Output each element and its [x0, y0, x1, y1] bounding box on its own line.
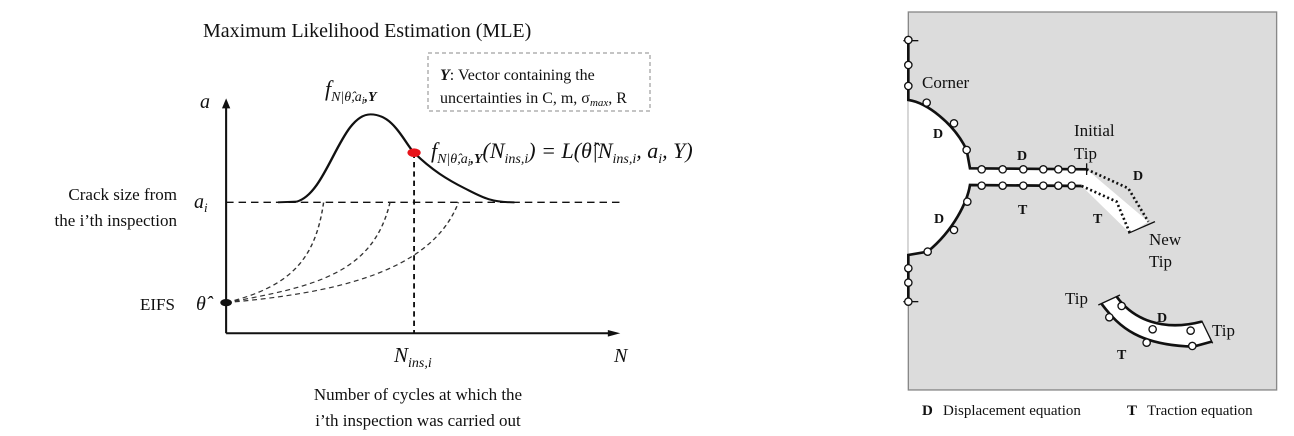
- legend-d-text: Displacement equation: [943, 403, 1081, 419]
- legend: D Displacement equation T Traction equat…: [922, 403, 1253, 419]
- ai-label: ai: [194, 191, 208, 215]
- eifs-label: EIFS: [140, 295, 175, 314]
- d-label: D: [933, 127, 943, 142]
- legend-t-text: Traction equation: [1147, 403, 1253, 419]
- t-label: T: [1093, 212, 1103, 227]
- cycles-line-2: i’th inspection was carried out: [315, 411, 521, 430]
- new-tip-label-2: Tip: [1149, 252, 1172, 271]
- mle-diagram: Maximum Likelihood Estimation (MLE) Y: V…: [55, 20, 693, 430]
- cycles-line-1: Number of cycles at which the: [314, 385, 522, 404]
- t-label: T: [1018, 203, 1028, 218]
- growth-curve-3: [226, 202, 460, 304]
- x-axis-arrow: [607, 329, 621, 337]
- likelihood-equation: fN|θ̂,ai,Y(Nins,i) = L(θ̂|Nins,i, ai, Y): [431, 138, 693, 169]
- tip-label-right: Tip: [1212, 321, 1235, 340]
- y-axis-arrow: [221, 98, 231, 109]
- crack-diagram: Corner Initial Tip New Tip Tip Tip D D D…: [903, 11, 1278, 419]
- crack-size-line-2: the i’th inspection: [55, 211, 178, 230]
- growth-curve-2: [225, 202, 391, 304]
- y-axis-label: a: [200, 91, 210, 113]
- growth-curve-1: [225, 202, 325, 304]
- plot-shapes: [220, 98, 621, 337]
- crack-size-line-1: Crack size from: [68, 185, 177, 204]
- initial-tip-label-2: Tip: [1074, 144, 1097, 163]
- corner-label: Corner: [922, 73, 970, 92]
- theta-label: θ̂: [196, 293, 214, 315]
- x-axis-label: N: [613, 345, 629, 367]
- t-label: T: [1117, 348, 1127, 363]
- initial-tip-label-1: Initial: [1074, 121, 1115, 140]
- pdf-label: fN|θ̂,ai,Y: [325, 76, 378, 107]
- likelihood-point: [407, 148, 421, 157]
- tip-marks: [903, 39, 1214, 344]
- note-line-1: Y: Vector containing the: [440, 67, 595, 84]
- equation-type-labels: D D D T T D D T: [933, 127, 1167, 363]
- legend-t-symbol: T: [1127, 403, 1137, 419]
- d-label: D: [1133, 169, 1143, 184]
- inner-crack-opening: [1101, 296, 1212, 347]
- nins-label: Nins,i: [393, 343, 432, 371]
- mle-title: Maximum Likelihood Estimation (MLE): [203, 20, 531, 42]
- tip-label-left: Tip: [1065, 289, 1088, 308]
- crack-opening: [908, 99, 1149, 255]
- d-label: D: [934, 212, 944, 227]
- pdf-curve: [277, 113, 515, 204]
- new-tip-label-1: New: [1149, 230, 1182, 249]
- d-label: D: [1157, 311, 1167, 326]
- new-crack-extension: [1081, 168, 1150, 234]
- nodes: [903, 35, 1197, 351]
- note-line-2: uncertainties in C, m, σmax, R: [440, 90, 627, 109]
- eifs-point: [220, 298, 232, 307]
- legend-d-symbol: D: [922, 403, 933, 419]
- d-label: D: [1017, 149, 1027, 164]
